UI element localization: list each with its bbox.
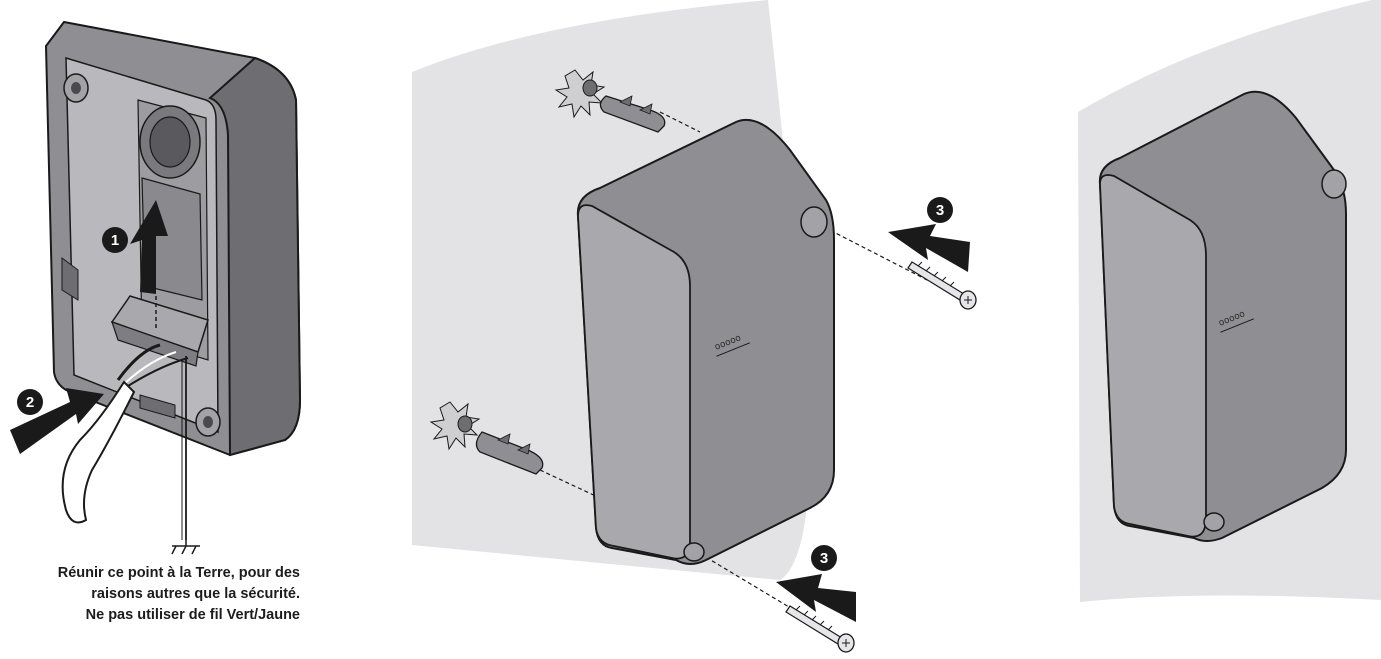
base-slot-left — [61, 257, 79, 301]
housing-screw-hole-bottom — [683, 542, 705, 562]
base-hole-bottom-right-inner — [203, 416, 213, 428]
wire-bundle-3 — [127, 357, 189, 387]
ground-symbol-icon — [171, 540, 200, 555]
ground-note: Réunir ce point à la Terre, pour des rai… — [0, 563, 300, 626]
screw-top — [907, 261, 977, 310]
wall-plug-top — [554, 69, 666, 133]
step-badge-3-top — [927, 197, 953, 223]
housing-screw-hole-top — [800, 206, 828, 238]
terminal-block-front — [111, 321, 199, 367]
guide-line-screw-bottom — [693, 549, 845, 641]
arrow-screw-top — [888, 224, 970, 272]
wire-bundle — [116, 343, 161, 381]
step-badge-1-label: 1 — [111, 232, 119, 249]
step-badge-1 — [102, 227, 128, 253]
wire-bundle-2 — [123, 351, 177, 385]
power-cable — [61, 380, 136, 524]
step-badge-3-bottom-label: 3 — [820, 550, 828, 567]
base-hole-top-left-inner — [71, 82, 81, 94]
panel-open-base: 1 2 — [10, 20, 302, 555]
step-badge-2-label: 2 — [26, 394, 34, 411]
step-badge-2 — [17, 389, 43, 415]
housing-front-face-2 — [577, 204, 691, 560]
screw-bottom — [785, 605, 855, 653]
step-badge-3-top-label: 3 — [936, 202, 944, 219]
housing-cap-top — [1321, 169, 1347, 199]
guide-line-top-plug — [659, 111, 701, 133]
cable-grommet-inner — [149, 116, 191, 168]
ground-note-line-3: Ne pas utiliser de fil Vert/Jaune — [85, 607, 300, 623]
panel-mounting: ooooo 3 3 — [412, 0, 977, 653]
step-badge-3-bottom — [811, 545, 837, 571]
arrow-screw-bottom — [776, 574, 856, 622]
wall-plug-bottom — [429, 401, 544, 475]
arrow-cable-insert — [10, 388, 104, 454]
ground-note-line-1: Réunir ce point à la Terre, pour des — [57, 565, 300, 581]
housing-cap-bottom — [1203, 512, 1225, 532]
housing-front-face-3 — [1099, 174, 1207, 538]
ground-note-line-2: raisons autres que la sécurité. — [91, 586, 300, 602]
arrow-insert-up — [130, 200, 168, 294]
base-slot-bottom — [139, 394, 176, 419]
panel-installed: ooooo — [1078, 0, 1381, 602]
base-side-face — [208, 56, 302, 457]
